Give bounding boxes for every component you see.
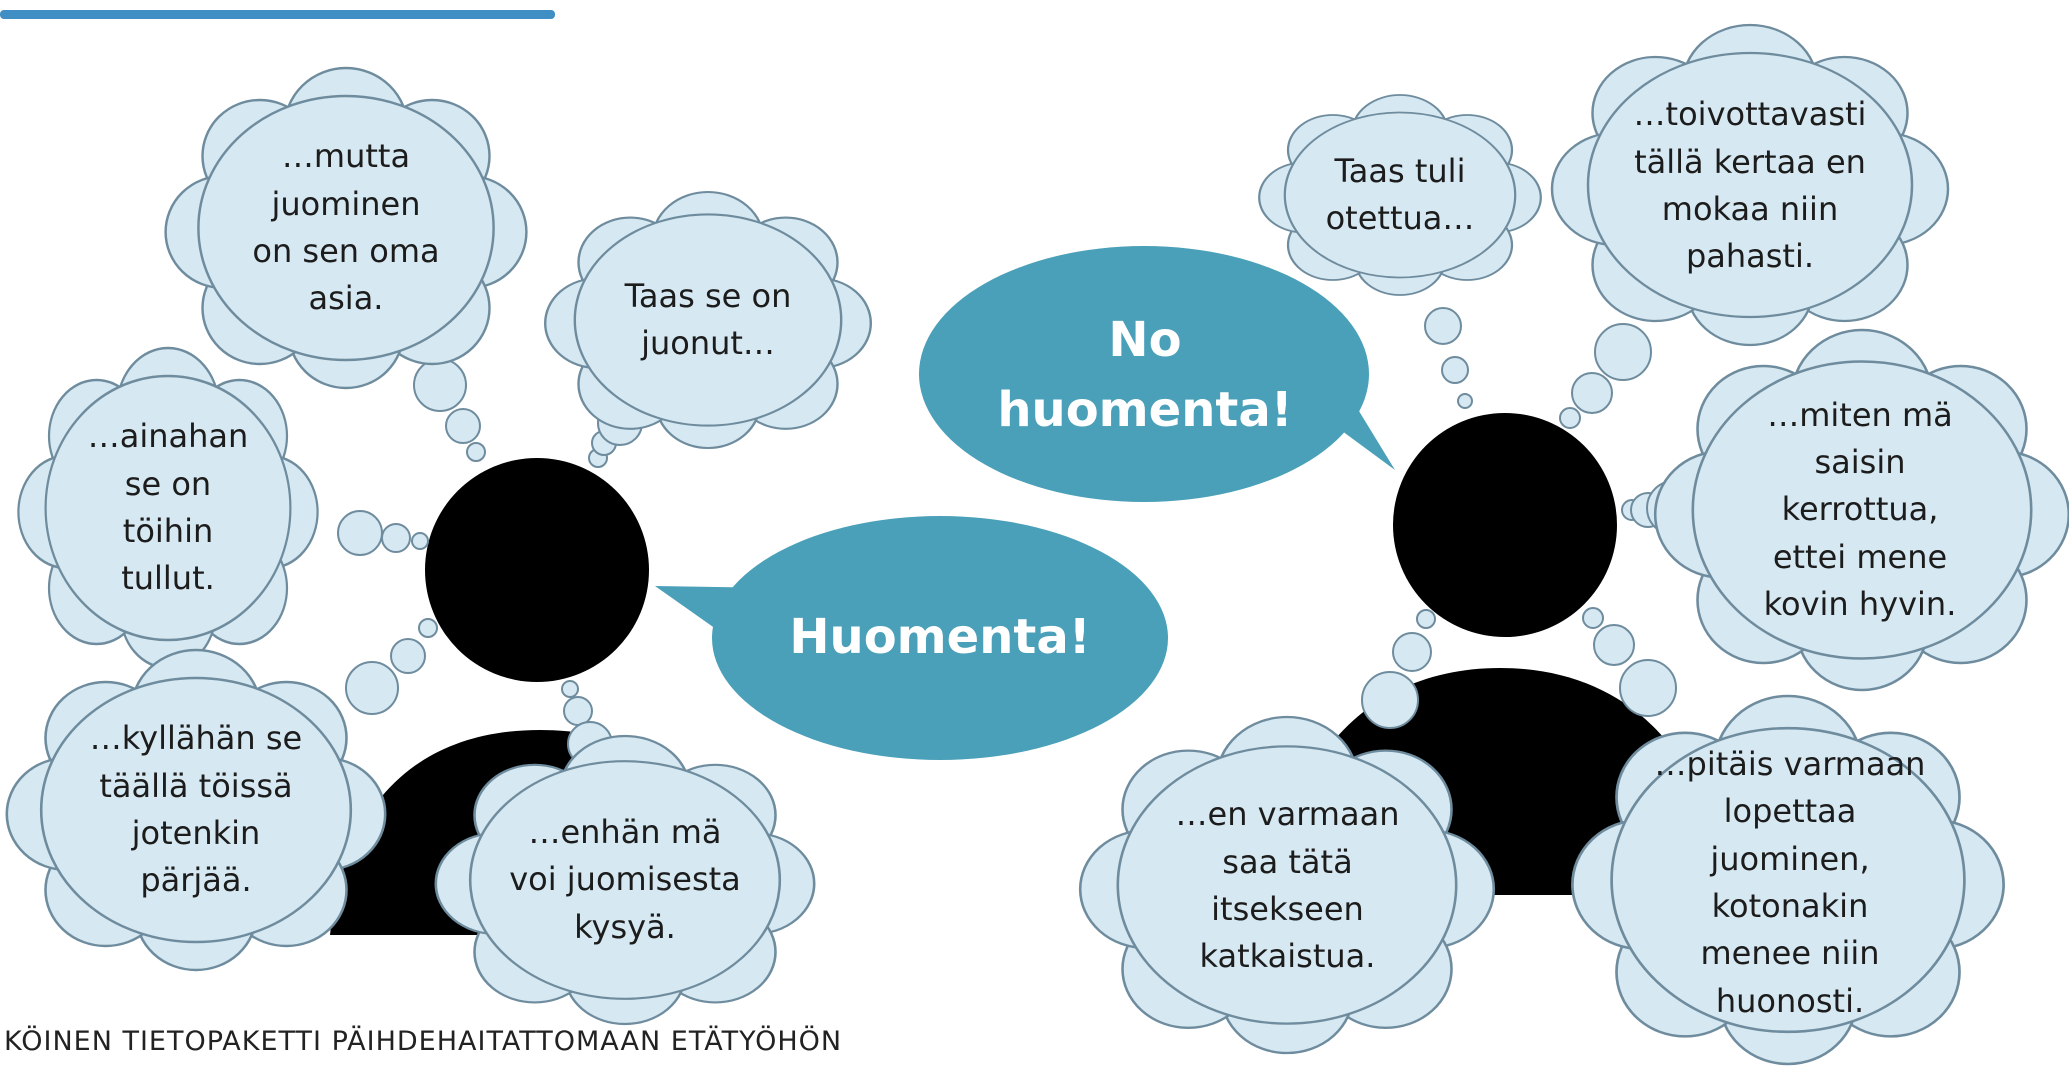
thought-toivottavasti: …toivottavasti tällä kertaa en mokaa nii… (1633, 95, 1867, 276)
thought-pitais: …pitäis varmaan lopettaa juominen, koton… (1654, 744, 1926, 1020)
thought-ainahan: …ainahan se on töihin tullut. (87, 417, 249, 598)
speech-bubble-no-huomenta (919, 246, 1395, 502)
footer-caption: KÖINEN TIETOPAKETTI PÄIHDEHAITATTOMAAN E… (4, 1026, 843, 1057)
thought-en-varmaan: …en varmaan saa tätä itsekseen katkaistu… (1175, 795, 1400, 976)
thought-mutta: …mutta juominen on sen oma asia. (252, 137, 440, 318)
thought-miten: …miten mä saisin kerrottua, ettei mene k… (1763, 395, 1957, 624)
speech-no-huomenta-text: No huomenta! (997, 312, 1293, 438)
speech-huomenta-text: Huomenta! (789, 609, 1091, 666)
thought-enhan: …enhän mä voi juomisesta kysyä. (509, 812, 741, 946)
thought-kyllahan: …kyllähän se täällä töissä jotenkin pärj… (89, 719, 303, 900)
thought-taas-tuli: Taas tuli otettua… (1325, 151, 1475, 237)
accent-line (0, 10, 555, 19)
speech-bubble-huomenta (655, 516, 1168, 760)
thought-taas-juonut: Taas se on juonut… (624, 276, 792, 362)
